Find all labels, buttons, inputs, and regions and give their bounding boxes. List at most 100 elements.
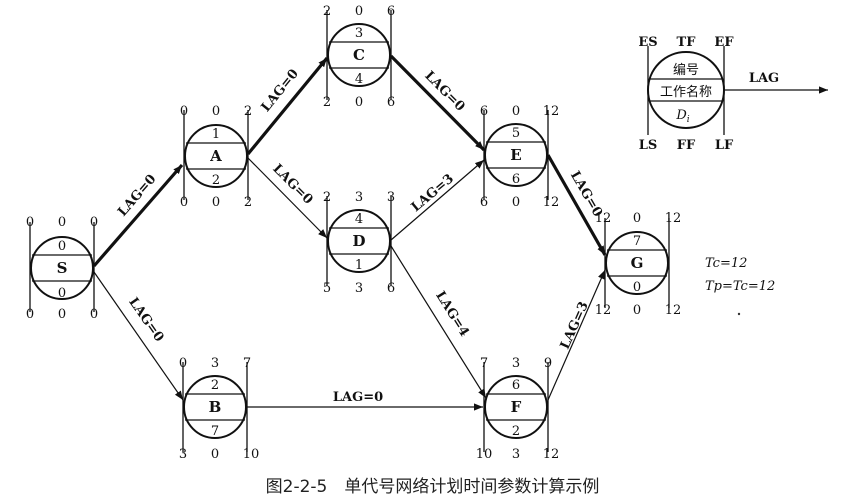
legend-ff: FF — [677, 138, 696, 153]
node-b-id: B — [209, 398, 222, 416]
link-a-c — [246, 56, 329, 156]
node-d-ls: 5 — [323, 281, 331, 296]
node-g-es: 12 — [595, 211, 612, 226]
node-b-es: 0 — [179, 356, 187, 371]
node-f-bottom-value: 2 — [512, 424, 520, 439]
node-f-top-value: 6 — [512, 378, 520, 393]
node-f-ls: 10 — [476, 447, 493, 462]
node-e-top-value: 5 — [512, 126, 520, 141]
node-a-ls: 0 — [180, 195, 188, 210]
node-c-top-value: 3 — [355, 26, 363, 41]
lag-label-s-a: LAG=0 — [115, 172, 159, 220]
note-tp: Tp=Tc=12 — [705, 279, 775, 294]
node-c-es: 2 — [323, 4, 331, 19]
node-e-es: 6 — [480, 104, 488, 119]
node-s-ls: 0 — [26, 307, 34, 322]
link-d-f — [390, 245, 487, 399]
node-s-es: 0 — [26, 215, 34, 230]
node-s-top-value: 0 — [58, 239, 66, 254]
node-d-ff: 3 — [355, 281, 363, 296]
node-b-ls: 3 — [179, 447, 187, 462]
node-c-bottom-value: 4 — [355, 72, 363, 87]
legend-name: 工作名称 — [660, 84, 712, 100]
lag-label-d-e: LAG=3 — [409, 171, 457, 215]
node-g-bottom-value: 0 — [633, 280, 641, 295]
node-s-tf: 0 — [58, 215, 66, 230]
lag-label-s-b: LAG=0 — [125, 295, 166, 345]
lag-label-a-d: LAG=0 — [269, 161, 315, 207]
node-a-ef: 2 — [244, 104, 252, 119]
lag-label-b-f: LAG=0 — [333, 390, 383, 405]
legend-es: ES — [638, 35, 657, 50]
link-s-b — [93, 271, 184, 401]
node-d-es: 2 — [323, 190, 331, 205]
node-b-ef: 7 — [243, 356, 251, 371]
node-s-bottom-value: 0 — [58, 286, 66, 301]
node-g-ff: 0 — [633, 303, 641, 318]
lag-label-d-f: LAG=4 — [432, 289, 471, 340]
link-f-g — [547, 269, 606, 401]
node-g-tf: 0 — [633, 211, 641, 226]
link-a-d — [247, 157, 328, 239]
node-b-top-value: 2 — [211, 378, 219, 393]
node-e-ls: 6 — [480, 195, 488, 210]
network-diagram: LAG=0 LAG=0 LAG=0 LAG=0 LAG=0 LAG=3 LAG=… — [26, 4, 828, 462]
legend-tf: TF — [677, 35, 697, 50]
legend-duration: Di — [675, 108, 689, 125]
node-c-ls: 2 — [323, 95, 331, 110]
legend-lf: LF — [715, 138, 734, 153]
lag-label-a-c: LAG=0 — [259, 67, 302, 116]
node-s: 0 S 0 0 0 0 0 0 0 — [26, 215, 98, 322]
node-b: 2 B 7 0 3 7 3 0 10 — [179, 356, 259, 462]
node-c: 3 C 4 2 0 6 2 0 6 — [323, 4, 395, 110]
node-c-tf: 0 — [355, 4, 363, 19]
node-b-lf: 10 — [243, 447, 260, 462]
node-a-es: 0 — [180, 104, 188, 119]
node-g-ef: 12 — [665, 211, 682, 226]
node-d-ef: 3 — [387, 190, 395, 205]
node-g-ls: 12 — [595, 303, 612, 318]
node-c-id: C — [353, 46, 365, 64]
node-e-tf: 0 — [512, 104, 520, 119]
node-g-id: G — [631, 254, 644, 272]
node-s-ef: 0 — [90, 215, 98, 230]
node-d-bottom-value: 1 — [355, 258, 363, 273]
node-c-ff: 0 — [355, 95, 363, 110]
node-c-lf: 6 — [387, 95, 395, 110]
node-a: 1 A 2 0 0 2 0 0 2 — [180, 104, 252, 210]
link-s-a — [92, 163, 184, 268]
node-b-ff: 0 — [211, 447, 219, 462]
link-c-e — [389, 54, 486, 152]
node-f-ff: 3 — [512, 447, 520, 462]
node-s-lf: 0 — [90, 307, 98, 322]
link-d-e — [390, 159, 485, 241]
legend-ls: LS — [639, 138, 658, 153]
node-g-top-value: 7 — [633, 234, 641, 249]
node-s-id: S — [57, 259, 68, 277]
node-f-lf: 12 — [543, 447, 560, 462]
node-e-ff: 0 — [512, 195, 520, 210]
node-d-tf: 3 — [355, 190, 363, 205]
node-b-bottom-value: 7 — [211, 424, 219, 439]
legend: ES TF EF LS FF LF 编号 工作名称 Di LAG — [638, 35, 828, 153]
node-e-lf: 12 — [543, 195, 560, 210]
node-a-lf: 2 — [244, 195, 252, 210]
node-a-id: A — [209, 147, 222, 165]
node-d-id: D — [352, 232, 365, 250]
node-b-tf: 3 — [211, 356, 219, 371]
node-e-bottom-value: 6 — [512, 172, 520, 187]
node-d: 4 D 1 2 3 3 5 3 6 — [323, 190, 395, 296]
node-g-lf: 12 — [665, 303, 682, 318]
node-f-es: 7 — [480, 356, 488, 371]
stray-dot — [737, 312, 741, 316]
node-e-ef: 12 — [543, 104, 560, 119]
legend-number: 编号 — [673, 63, 699, 78]
node-d-top-value: 4 — [355, 212, 363, 227]
link-e-g — [546, 154, 607, 256]
node-e-id: E — [510, 146, 521, 164]
node-a-tf: 0 — [212, 104, 220, 119]
note-tc: Tc=12 — [705, 256, 747, 271]
node-g: 7 G 0 12 0 12 12 0 12 — [595, 211, 682, 318]
node-e: 5 E 6 6 0 12 6 0 12 — [480, 104, 559, 210]
lag-label-f-g: LAG=3 — [558, 300, 592, 352]
